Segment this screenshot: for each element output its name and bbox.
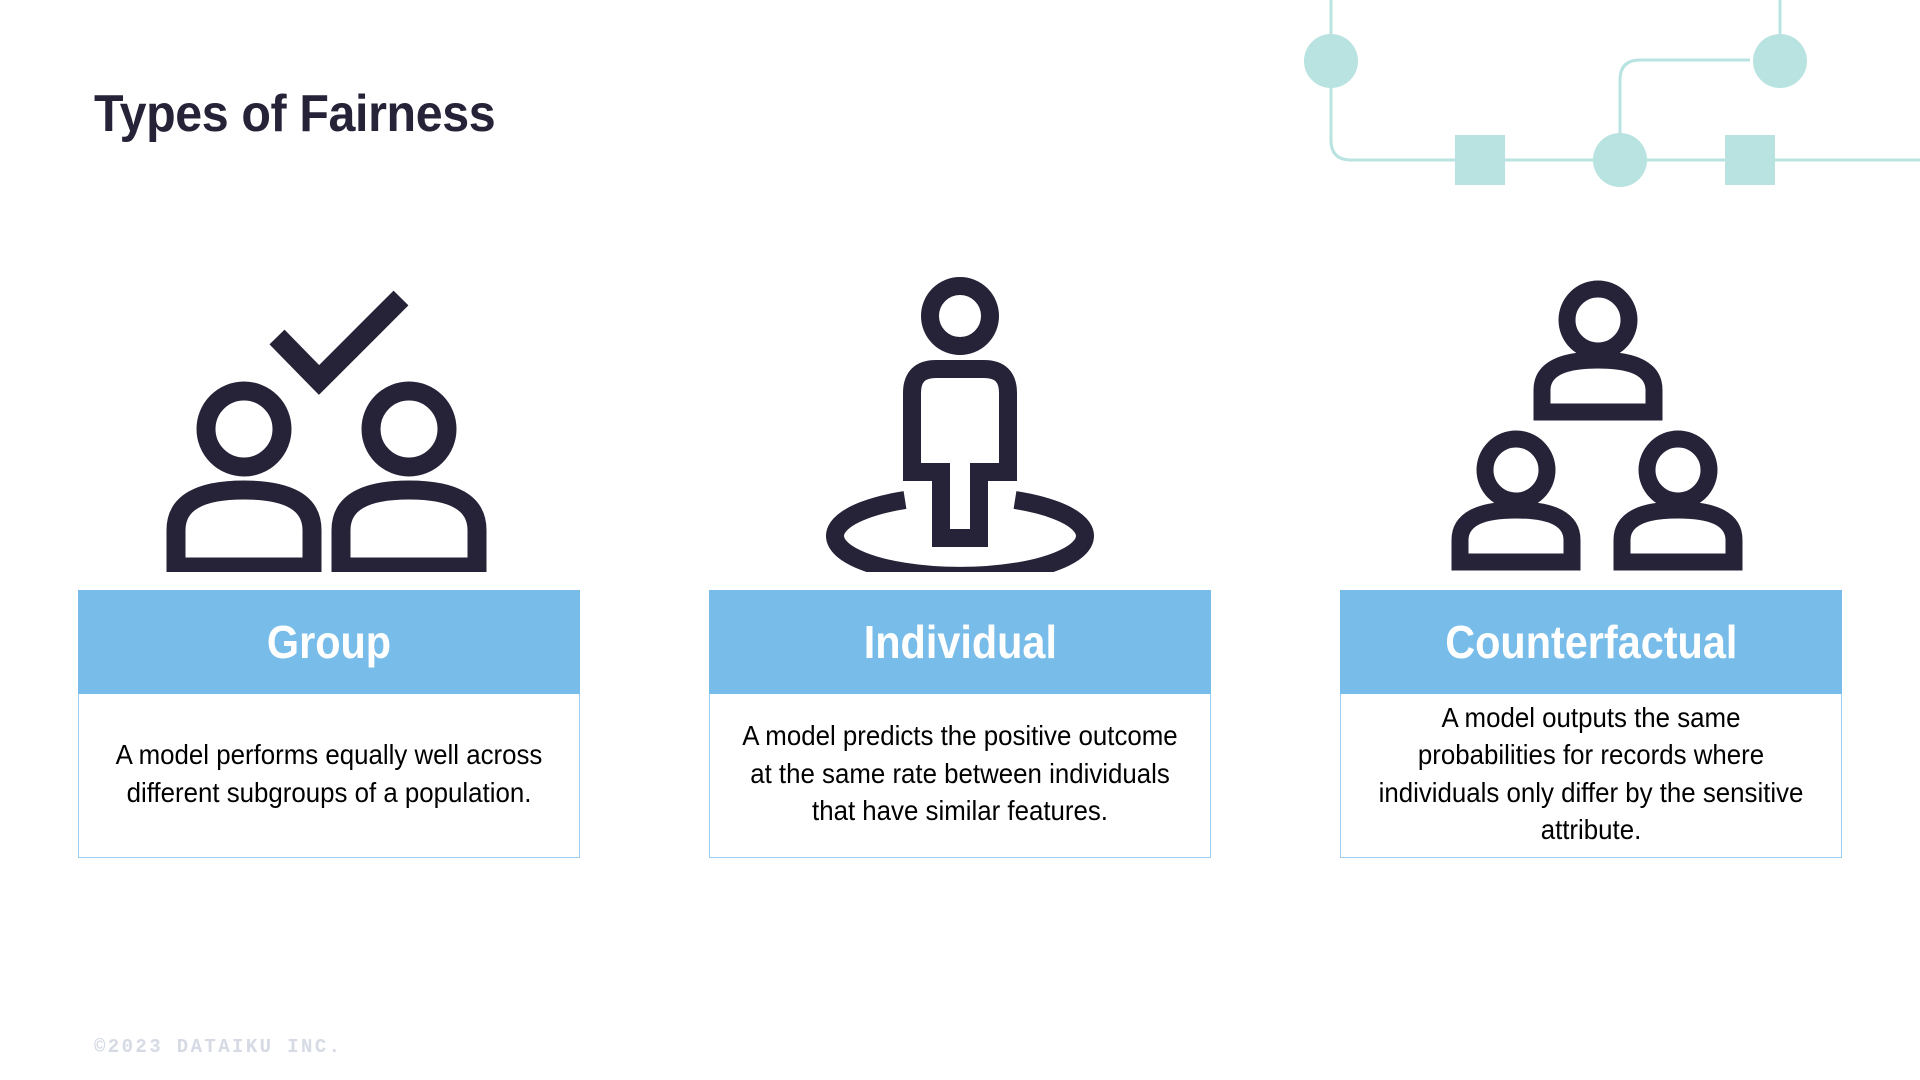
card-description: A model predicts the positive outcome at… bbox=[742, 720, 1178, 827]
circle-node-top-left bbox=[1304, 34, 1358, 88]
card-body-group: A model performs equally well across dif… bbox=[78, 694, 580, 858]
square-node-right bbox=[1725, 135, 1775, 185]
card-body-counterfactual: A model outputs the same probabilities f… bbox=[1340, 694, 1842, 858]
card-header-counterfactual: Counterfactual bbox=[1340, 590, 1842, 694]
person-head-bottom-left bbox=[1476, 430, 1556, 510]
copyright-footer: ©2023 DATAIKU INC. bbox=[94, 1036, 343, 1058]
person-head-top bbox=[1558, 280, 1638, 360]
ground-ellipse bbox=[826, 491, 1094, 572]
person-head-right bbox=[361, 381, 457, 477]
node-network-graphic bbox=[1304, 0, 1920, 187]
person-head-bottom-right bbox=[1638, 430, 1718, 510]
card-group: Group A model performs equally well acro… bbox=[78, 290, 580, 858]
card-counterfactual: Counterfactual A model outputs the same … bbox=[1340, 280, 1842, 858]
person-head bbox=[921, 277, 999, 355]
card-heading: Individual bbox=[863, 616, 1057, 668]
person-body-top bbox=[1533, 351, 1663, 421]
page-title: Types of Fairness bbox=[94, 85, 496, 143]
two-people-check-icon bbox=[78, 290, 580, 590]
three-people-icon bbox=[1340, 280, 1842, 590]
person-body-left bbox=[166, 480, 322, 572]
deco-line-branch-up bbox=[1618, 58, 1750, 160]
person-body bbox=[903, 360, 1017, 547]
person-body-bottom-right bbox=[1613, 501, 1743, 571]
card-description: A model outputs the same probabilities f… bbox=[1378, 701, 1804, 845]
deco-line-elbow-left bbox=[1329, 88, 1920, 162]
person-head-left bbox=[196, 381, 292, 477]
card-header-group: Group bbox=[78, 590, 580, 694]
circle-node-center bbox=[1593, 133, 1647, 187]
card-individual: Individual A model predicts the positive… bbox=[709, 277, 1211, 858]
person-body-bottom-left bbox=[1451, 501, 1581, 571]
person-body-right bbox=[331, 480, 487, 572]
card-heading: Counterfactual bbox=[1444, 616, 1738, 668]
square-node-left bbox=[1455, 135, 1505, 185]
card-body-individual: A model predicts the positive outcome at… bbox=[709, 694, 1211, 858]
card-description: A model performs equally well across dif… bbox=[115, 739, 543, 808]
person-in-circle-icon bbox=[709, 277, 1211, 590]
fairness-types-row: Group A model performs equally well acro… bbox=[78, 277, 1842, 858]
card-heading: Group bbox=[266, 616, 392, 668]
card-header-individual: Individual bbox=[709, 590, 1211, 694]
circle-node-top-right bbox=[1753, 34, 1807, 88]
check-icon bbox=[269, 290, 409, 395]
